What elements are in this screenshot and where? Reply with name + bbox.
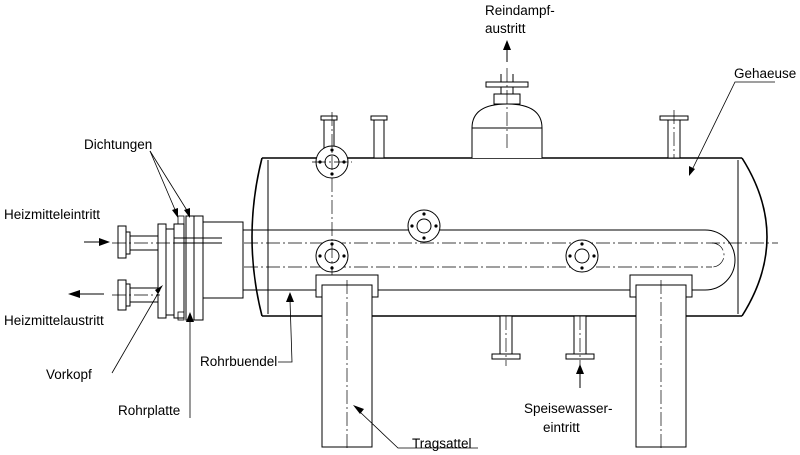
flange-icon xyxy=(117,225,127,259)
tube-bundle xyxy=(200,229,778,291)
label-tragsattel: Tragsattel xyxy=(412,436,472,451)
label-rohrplatte: Rohrplatte xyxy=(118,403,180,418)
steam-dome xyxy=(471,68,543,158)
label-heizmitteleintritt: Heizmitteleintritt xyxy=(4,207,100,222)
inlet-flow-arrow xyxy=(84,238,110,246)
saddle-left xyxy=(315,274,379,450)
label-heizmittelaustritt: Heizmittelaustritt xyxy=(4,313,104,328)
arrow-icon xyxy=(503,40,511,50)
label-speisewasser-line1: Speisewasser- xyxy=(524,401,613,416)
label-dichtungen: Dichtungen xyxy=(84,137,152,152)
flange-face-2 xyxy=(407,209,441,243)
leader-lines xyxy=(111,81,775,449)
label-speisewasser-line2: eintritt xyxy=(543,420,580,435)
arrow-icon xyxy=(68,290,80,298)
top-nozzle-mid xyxy=(370,115,388,159)
label-gehaeuse: Gehaeuse xyxy=(734,66,796,81)
steam-outlet-arrow xyxy=(503,40,511,62)
feedwater-inlet-arrow xyxy=(576,364,584,388)
top-nozzle-left xyxy=(320,115,338,159)
label-reindampf-line1: Reindampf- xyxy=(485,3,555,18)
label-reindampf-line2: austritt xyxy=(485,21,526,36)
label-vorkopf: Vorkopf xyxy=(46,367,92,382)
saddle-right xyxy=(629,274,693,450)
outlet-flow-arrow xyxy=(68,290,104,298)
arrow-icon xyxy=(576,364,584,374)
top-nozzle-right xyxy=(659,110,689,159)
front-head xyxy=(112,215,244,321)
bottom-nozzle-right xyxy=(565,315,595,366)
flange-face-4 xyxy=(565,239,599,273)
label-rohrbuendel: Rohrbuendel xyxy=(200,354,277,369)
bottom-nozzle-left xyxy=(491,315,521,366)
arrow-icon xyxy=(99,238,110,246)
